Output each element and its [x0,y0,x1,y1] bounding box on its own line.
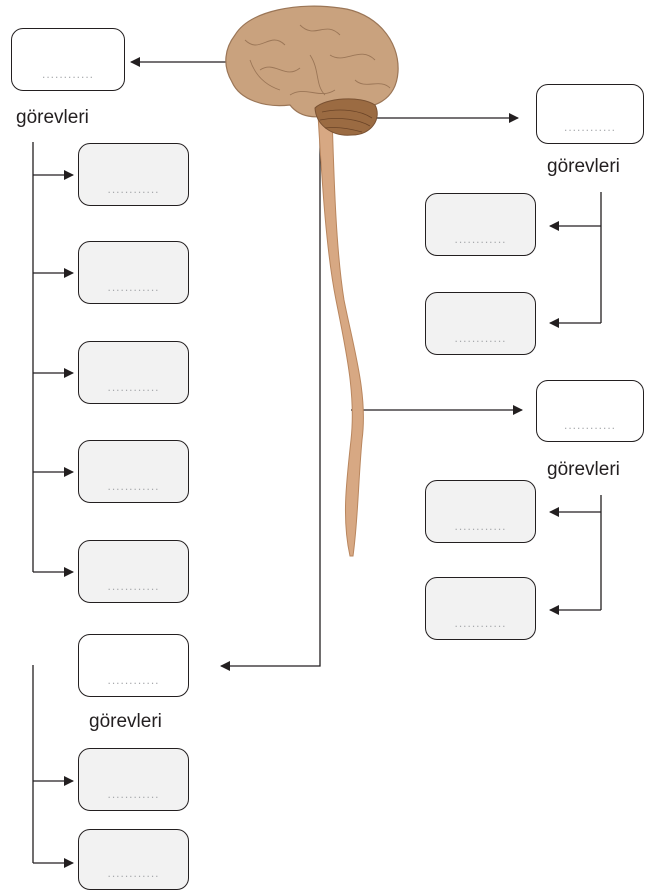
spinal-cord [317,114,364,557]
right-function-box-2[interactable]: ............ [425,292,536,355]
blank-dots: ............ [41,67,94,81]
label-gorevleri-4: görevleri [89,711,162,732]
blank-dots: ............ [563,120,616,134]
blank-dots: ............ [107,866,160,880]
label-gorevleri-3: görevleri [547,459,620,480]
arrow-brainstem-to-bottom [220,127,321,671]
left-function-box-1[interactable]: ............ [78,143,189,206]
blank-dots: ............ [107,787,160,801]
left-function-box-2[interactable]: ............ [78,241,189,304]
label-gorevleri-1: görevleri [16,107,89,128]
brainstem-answer-box[interactable]: ............ [78,634,189,697]
left-function-box-4[interactable]: ............ [78,440,189,503]
blank-dots: ............ [454,232,507,246]
brain-answer-box[interactable]: ............ [11,28,125,91]
blank-dots: ............ [454,519,507,533]
left-function-box-5[interactable]: ............ [78,540,189,603]
bottom-function-box-2[interactable]: ............ [78,829,189,890]
cerebrum [225,5,399,118]
label-gorevleri-2: görevleri [547,156,620,177]
blank-dots: ............ [563,418,616,432]
right-function-box-3[interactable]: ............ [425,480,536,543]
blank-dots: ............ [454,616,507,630]
blank-dots: ............ [454,331,507,345]
bottom-function-box-1[interactable]: ............ [78,748,189,811]
cerebellum [314,98,378,136]
cerebellum-answer-box[interactable]: ............ [536,84,644,144]
blank-dots: ............ [107,579,160,593]
blank-dots: ............ [107,479,160,493]
right-function-box-1[interactable]: ............ [425,193,536,256]
blank-dots: ............ [107,182,160,196]
blank-dots: ............ [107,673,160,687]
blank-dots: ............ [107,280,160,294]
left-function-box-3[interactable]: ............ [78,341,189,404]
blank-dots: ............ [107,380,160,394]
spinal-cord-answer-box[interactable]: ............ [536,380,644,442]
right-function-box-4[interactable]: ............ [425,577,536,640]
